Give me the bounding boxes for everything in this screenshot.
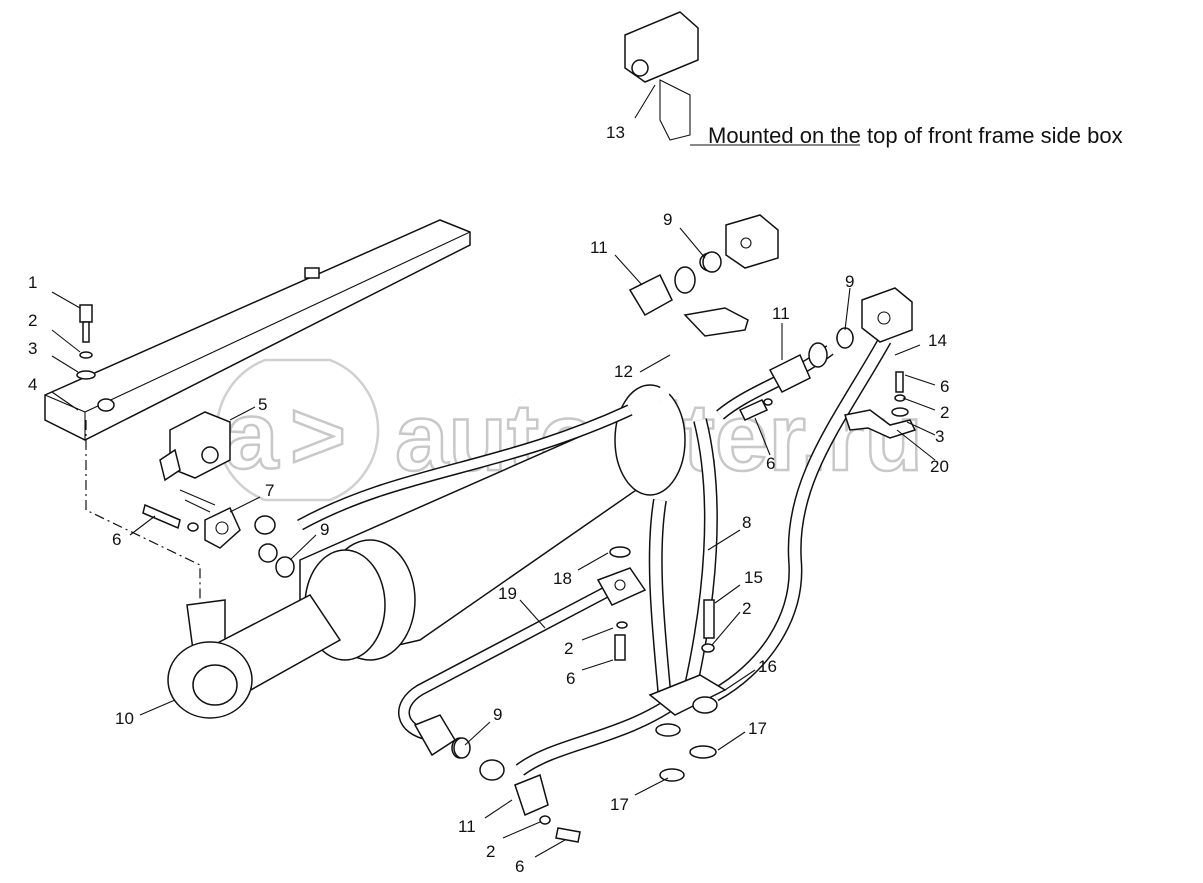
mounting-note: Mounted on the top of front frame side b… (708, 123, 1123, 148)
callout-6: 6 (515, 857, 524, 876)
callout-19: 19 (498, 584, 517, 603)
callout-13: 13 (606, 123, 625, 142)
callout-2: 2 (940, 403, 949, 422)
pipe-8 (648, 418, 718, 701)
callout-3: 3 (28, 339, 37, 358)
callout-12: 12 (614, 362, 633, 381)
callout-6: 6 (766, 454, 775, 473)
flange-16 (648, 599, 727, 782)
callout-4: 4 (28, 375, 37, 394)
callout-5: 5 (258, 395, 267, 414)
callout-2: 2 (486, 842, 495, 861)
callout-16: 16 (758, 657, 777, 676)
clamp-11-lower (413, 714, 581, 843)
bracket-5 (159, 411, 231, 513)
callout-17: 17 (748, 719, 767, 738)
callout-2: 2 (742, 599, 751, 618)
clamp-20 (683, 307, 917, 439)
flange-18 (596, 546, 647, 661)
callout-2: 2 (28, 311, 37, 330)
callout-11: 11 (590, 238, 608, 257)
callout-18: 18 (553, 569, 572, 588)
callout-9: 9 (845, 272, 854, 291)
flange-7 (142, 503, 241, 549)
callout-6: 6 (940, 377, 949, 396)
bolt-6-middle (738, 398, 773, 421)
frame-beam (44, 219, 471, 441)
callout-8: 8 (742, 513, 751, 532)
callout-2: 2 (564, 639, 573, 658)
callout-14: 14 (928, 331, 947, 350)
bolt-stack-left (76, 304, 115, 412)
leader-lines (51, 84, 936, 858)
callout-9: 9 (320, 520, 329, 539)
callout-11: 11 (772, 304, 790, 323)
callout-9: 9 (493, 705, 502, 724)
callout-6: 6 (112, 530, 121, 549)
seal-rings (254, 251, 854, 759)
watermark-arrow: > (290, 382, 346, 489)
callout-11: 11 (458, 817, 476, 836)
callout-7: 7 (265, 481, 274, 500)
callout-15: 15 (744, 568, 763, 587)
hydraulic-cylinder (167, 384, 686, 719)
callout-3: 3 (935, 427, 944, 446)
callout-labels: 1 2 3 4 5 6 7 9 10 11 9 12 11 9 14 6 2 3… (28, 123, 949, 876)
callout-10: 10 (115, 709, 134, 728)
callout-9: 9 (663, 210, 672, 229)
watermark-a: a (225, 382, 279, 489)
callout-17: 17 (610, 795, 629, 814)
assembly-line-left (85, 420, 201, 600)
callout-1: 1 (28, 273, 37, 292)
callout-6: 6 (566, 669, 575, 688)
callout-20: 20 (930, 457, 949, 476)
valve-block-top (624, 11, 913, 343)
